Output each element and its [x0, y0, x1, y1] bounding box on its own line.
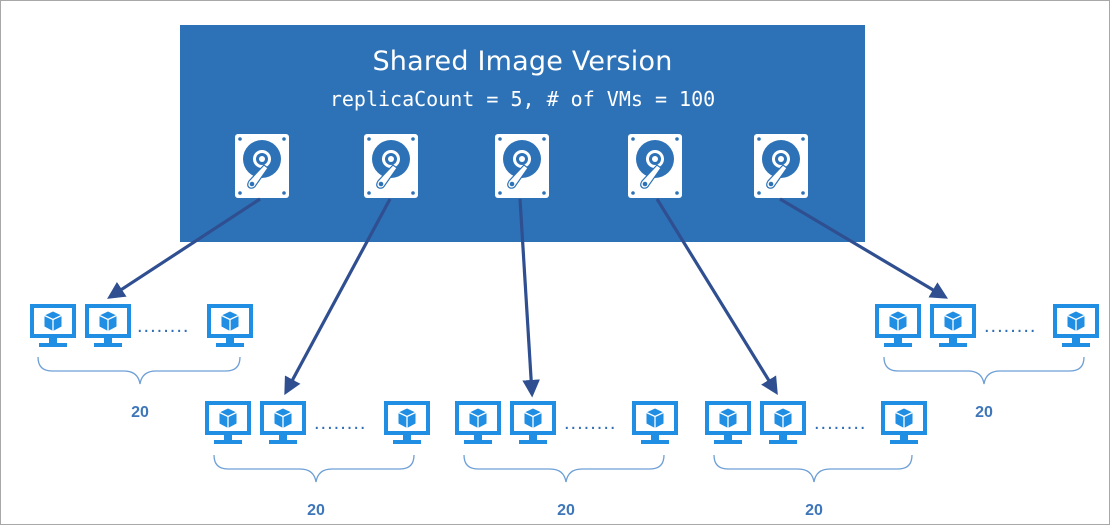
vm-group-2: ........ 20	[204, 400, 431, 519]
replica-disk-4-icon	[627, 133, 683, 199]
vm-ellipsis: ........	[984, 315, 1036, 337]
vm-icon	[631, 400, 679, 445]
vm-group-3: ........ 20	[454, 400, 679, 519]
vm-count-label: 20	[557, 502, 575, 519]
vm-group-1: ........ 20	[29, 303, 254, 421]
vm-icon	[29, 303, 77, 348]
vm-icon	[84, 303, 132, 348]
vm-group-5: ........ 20	[874, 303, 1100, 421]
replication-arrow-5	[779, 197, 949, 299]
vm-icon	[704, 400, 752, 445]
replication-arrow-4	[655, 198, 778, 395]
vm-ellipsis: ........	[814, 412, 866, 434]
banner-title: Shared Image Version	[372, 46, 673, 77]
vm-icon	[509, 400, 557, 445]
vm-icon	[204, 400, 252, 445]
replica-disk-5-icon	[753, 133, 809, 199]
vm-icon	[259, 400, 307, 445]
vm-count-label: 20	[975, 404, 993, 421]
group-brace	[463, 454, 665, 483]
vm-count-label: 20	[131, 404, 149, 421]
shared-image-version-box: Shared Image Version replicaCount = 5, #…	[180, 25, 865, 242]
vm-icon	[206, 303, 254, 348]
group-brace	[883, 356, 1085, 385]
vm-icon	[1052, 303, 1100, 348]
vm-icon	[929, 303, 977, 348]
replica-disk-3-icon	[494, 133, 550, 199]
group-brace	[713, 454, 913, 483]
vm-ellipsis: ........	[314, 412, 366, 434]
vm-icon	[454, 400, 502, 445]
vm-ellipsis: ........	[137, 315, 189, 337]
replication-arrow-1	[107, 197, 261, 299]
vm-ellipsis: ........	[564, 412, 616, 434]
group-brace	[213, 454, 415, 483]
replication-arrow-2	[284, 198, 392, 396]
replica-disk-2-icon	[363, 133, 419, 199]
vm-icon	[383, 400, 431, 445]
vm-icon	[759, 400, 807, 445]
replication-arrow-3	[518, 198, 540, 398]
vm-count-label: 20	[307, 502, 325, 519]
vm-group-4: ........ 20	[704, 400, 928, 519]
replica-disk-1-icon	[234, 133, 290, 199]
group-brace	[37, 356, 241, 385]
vm-icon	[874, 303, 922, 348]
vm-icon	[880, 400, 928, 445]
banner-subtitle: replicaCount = 5, # of VMs = 100	[329, 87, 716, 111]
vm-count-label: 20	[805, 502, 823, 519]
